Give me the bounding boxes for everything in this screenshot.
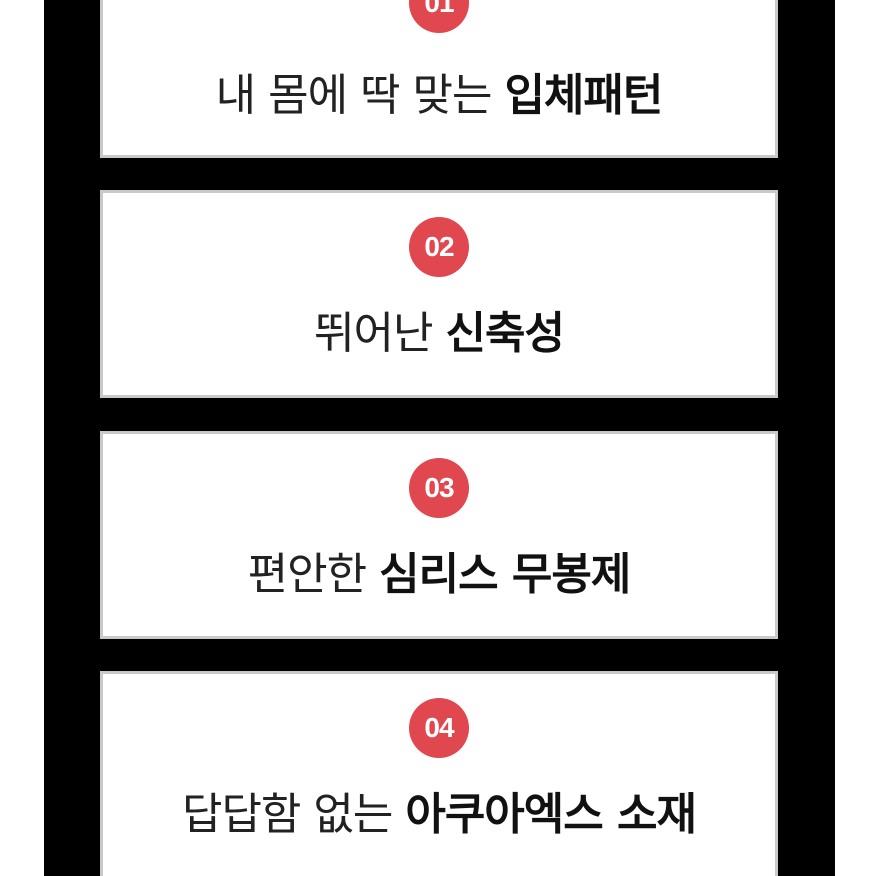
feature-card-02: 02 뛰어난 신축성: [100, 190, 778, 398]
caption-bold: 아쿠아엑스 소재: [405, 789, 697, 840]
feature-card-04: 04 답답함 없는 아쿠아엑스 소재: [100, 671, 778, 876]
caption-regular: 내 몸에 딱 맞는: [215, 70, 505, 121]
caption-bold: 신축성: [445, 308, 564, 359]
feature-caption-01: 내 몸에 딱 맞는 입체패턴: [103, 59, 775, 123]
number-badge-03: 03: [409, 458, 469, 518]
number-badge-01: 01: [409, 0, 469, 33]
feature-card-03: 03 편안한 심리스 무봉제: [100, 431, 778, 639]
caption-regular: 편안한: [247, 549, 380, 600]
number-badge-02: 02: [409, 217, 469, 277]
caption-regular: 뛰어난: [314, 308, 446, 359]
caption-regular: 답답함 없는: [181, 789, 406, 840]
feature-caption-04: 답답함 없는 아쿠아엑스 소재: [103, 778, 775, 842]
feature-caption-02: 뛰어난 신축성: [103, 297, 775, 361]
feature-card-01: 01 내 몸에 딱 맞는 입체패턴: [100, 0, 778, 158]
caption-bold: 입체패턴: [504, 70, 663, 121]
number-badge-04: 04: [409, 698, 469, 758]
caption-bold: 심리스 무봉제: [379, 549, 631, 600]
feature-caption-03: 편안한 심리스 무봉제: [103, 538, 775, 602]
